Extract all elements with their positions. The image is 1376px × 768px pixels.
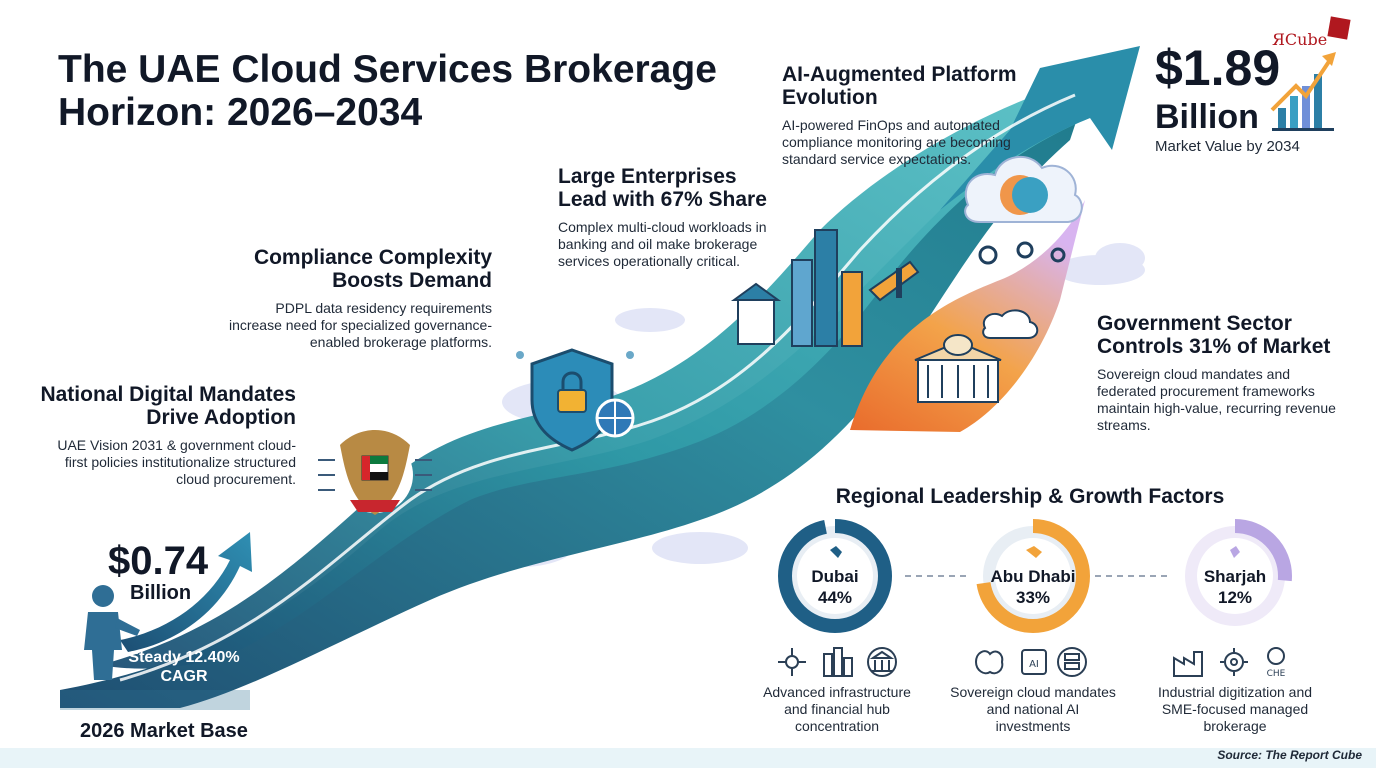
start-arrow xyxy=(120,532,252,652)
region-share: 12% xyxy=(1217,588,1253,607)
uae-emblem-icon xyxy=(318,430,432,515)
brain-icon xyxy=(974,650,1004,675)
page-title: The UAE Cloud Services Brokerage Horizon… xyxy=(58,48,717,134)
milestone-ai-augmented: AI-Augmented Platform Evolution AI-power… xyxy=(782,63,1027,168)
milestone-heading: AI-Augmented Platform Evolution xyxy=(782,63,1017,109)
region-dubai: Dubai 44% xyxy=(770,516,900,641)
donut-hole xyxy=(797,538,873,614)
emirate-map-icon xyxy=(830,546,842,558)
growth-ribbon-upper xyxy=(100,80,1090,669)
region-name: Dubai xyxy=(811,567,859,586)
emirate-map-icon xyxy=(1026,546,1042,558)
region-abu-dhabi: Abu Dhabi 33% xyxy=(968,516,1098,641)
network-icon xyxy=(778,648,806,676)
svg-text:CHE: CHE xyxy=(1267,669,1286,679)
milestone-body: AI-powered FinOps and automated complian… xyxy=(782,117,1011,167)
donut-arc xyxy=(1178,519,1292,633)
milestone-compliance: Compliance Complexity Boosts Demand PDPL… xyxy=(220,246,492,351)
end-value: $1.89 xyxy=(1155,40,1281,96)
region-name: Abu Dhabi xyxy=(990,567,1076,586)
brand-text: Cube xyxy=(1284,30,1328,49)
end-unit: Billion xyxy=(1155,98,1259,136)
donut-hole xyxy=(1197,538,1273,614)
milestone-national-digital: National Digital Mandates Drive Adoption… xyxy=(40,383,296,488)
milestone-heading: Government Sector Controls 31% of Market xyxy=(1097,312,1331,358)
government-building-icon xyxy=(914,309,1039,403)
abu-dhabi-icon-row: AI xyxy=(974,647,1087,677)
growth-ribbon-orange xyxy=(850,200,1085,432)
milestone-body: Complex multi-cloud workloads in banking… xyxy=(558,219,767,269)
bank-icon xyxy=(867,647,897,677)
regional-title: Regional Leadership & Growth Factors xyxy=(835,485,1225,508)
factory-icon xyxy=(1173,651,1203,677)
ai-brain-cloud-icon xyxy=(964,155,1083,265)
milestone-body: UAE Vision 2031 & government cloud-first… xyxy=(57,437,296,487)
milestone-body: Sovereign cloud mandates and federated p… xyxy=(1097,366,1336,433)
donut-hole xyxy=(995,538,1071,614)
shield-icon xyxy=(516,348,635,452)
brand-logo xyxy=(1327,16,1351,40)
milestone-government: Government Sector Controls 31% of Market… xyxy=(1097,312,1347,434)
ai-chip-icon: AI xyxy=(1021,649,1047,675)
region-share: 33% xyxy=(1015,588,1051,607)
milestone-heading: National Digital Mandates Drive Adoption xyxy=(40,383,296,429)
svg-text:AI: AI xyxy=(1029,659,1039,670)
city-icon xyxy=(823,647,853,677)
region-name: Sharjah xyxy=(1203,567,1267,586)
start-cagr: Steady 12.40% CAGR xyxy=(128,649,240,685)
start-value: $0.74 xyxy=(108,539,209,583)
start-unit: Billion xyxy=(130,582,192,604)
emirate-map-icon xyxy=(1230,546,1240,558)
person-icon xyxy=(84,585,140,680)
donut-arc xyxy=(976,519,1090,633)
che-icon: CHE xyxy=(1267,647,1286,679)
brand-name: ЯCube xyxy=(1272,30,1327,49)
donut-arc xyxy=(778,519,892,633)
region-description: Industrial digitization and SME-focused … xyxy=(1157,684,1313,734)
sharjah-icon-row: CHE xyxy=(1173,647,1286,679)
end-caption: Market Value by 2034 xyxy=(1155,138,1300,155)
growth-chart-icon xyxy=(1270,52,1336,131)
server-icon xyxy=(1057,647,1087,677)
milestone-large-enterprises: Large Enterprises Lead with 67% Share Co… xyxy=(558,165,780,270)
milestone-body: PDPL data residency requirements increas… xyxy=(228,300,492,350)
growth-arrow-head xyxy=(940,46,1140,210)
region-share: 44% xyxy=(817,588,853,607)
city-oil-icon xyxy=(730,229,920,347)
start-label: 2026 Market Base xyxy=(80,720,248,742)
milestone-heading: Large Enterprises Lead with 67% Share xyxy=(558,165,767,211)
region-description: Sovereign cloud mandates and national AI… xyxy=(950,684,1116,734)
region-description: Advanced infrastructure and financial hu… xyxy=(763,684,911,734)
region-sharjah: Sharjah 12% xyxy=(1170,516,1300,641)
brand-glyph: Я xyxy=(1272,30,1285,49)
gear-icon xyxy=(1220,648,1248,676)
dubai-icon-row xyxy=(778,647,897,677)
source-note: Source: The Report Cube xyxy=(1217,748,1362,762)
donut-chart xyxy=(1178,519,1292,633)
milestone-heading: Compliance Complexity Boosts Demand xyxy=(253,246,492,292)
donut-chart xyxy=(976,519,1090,633)
donut-chart xyxy=(778,519,892,633)
